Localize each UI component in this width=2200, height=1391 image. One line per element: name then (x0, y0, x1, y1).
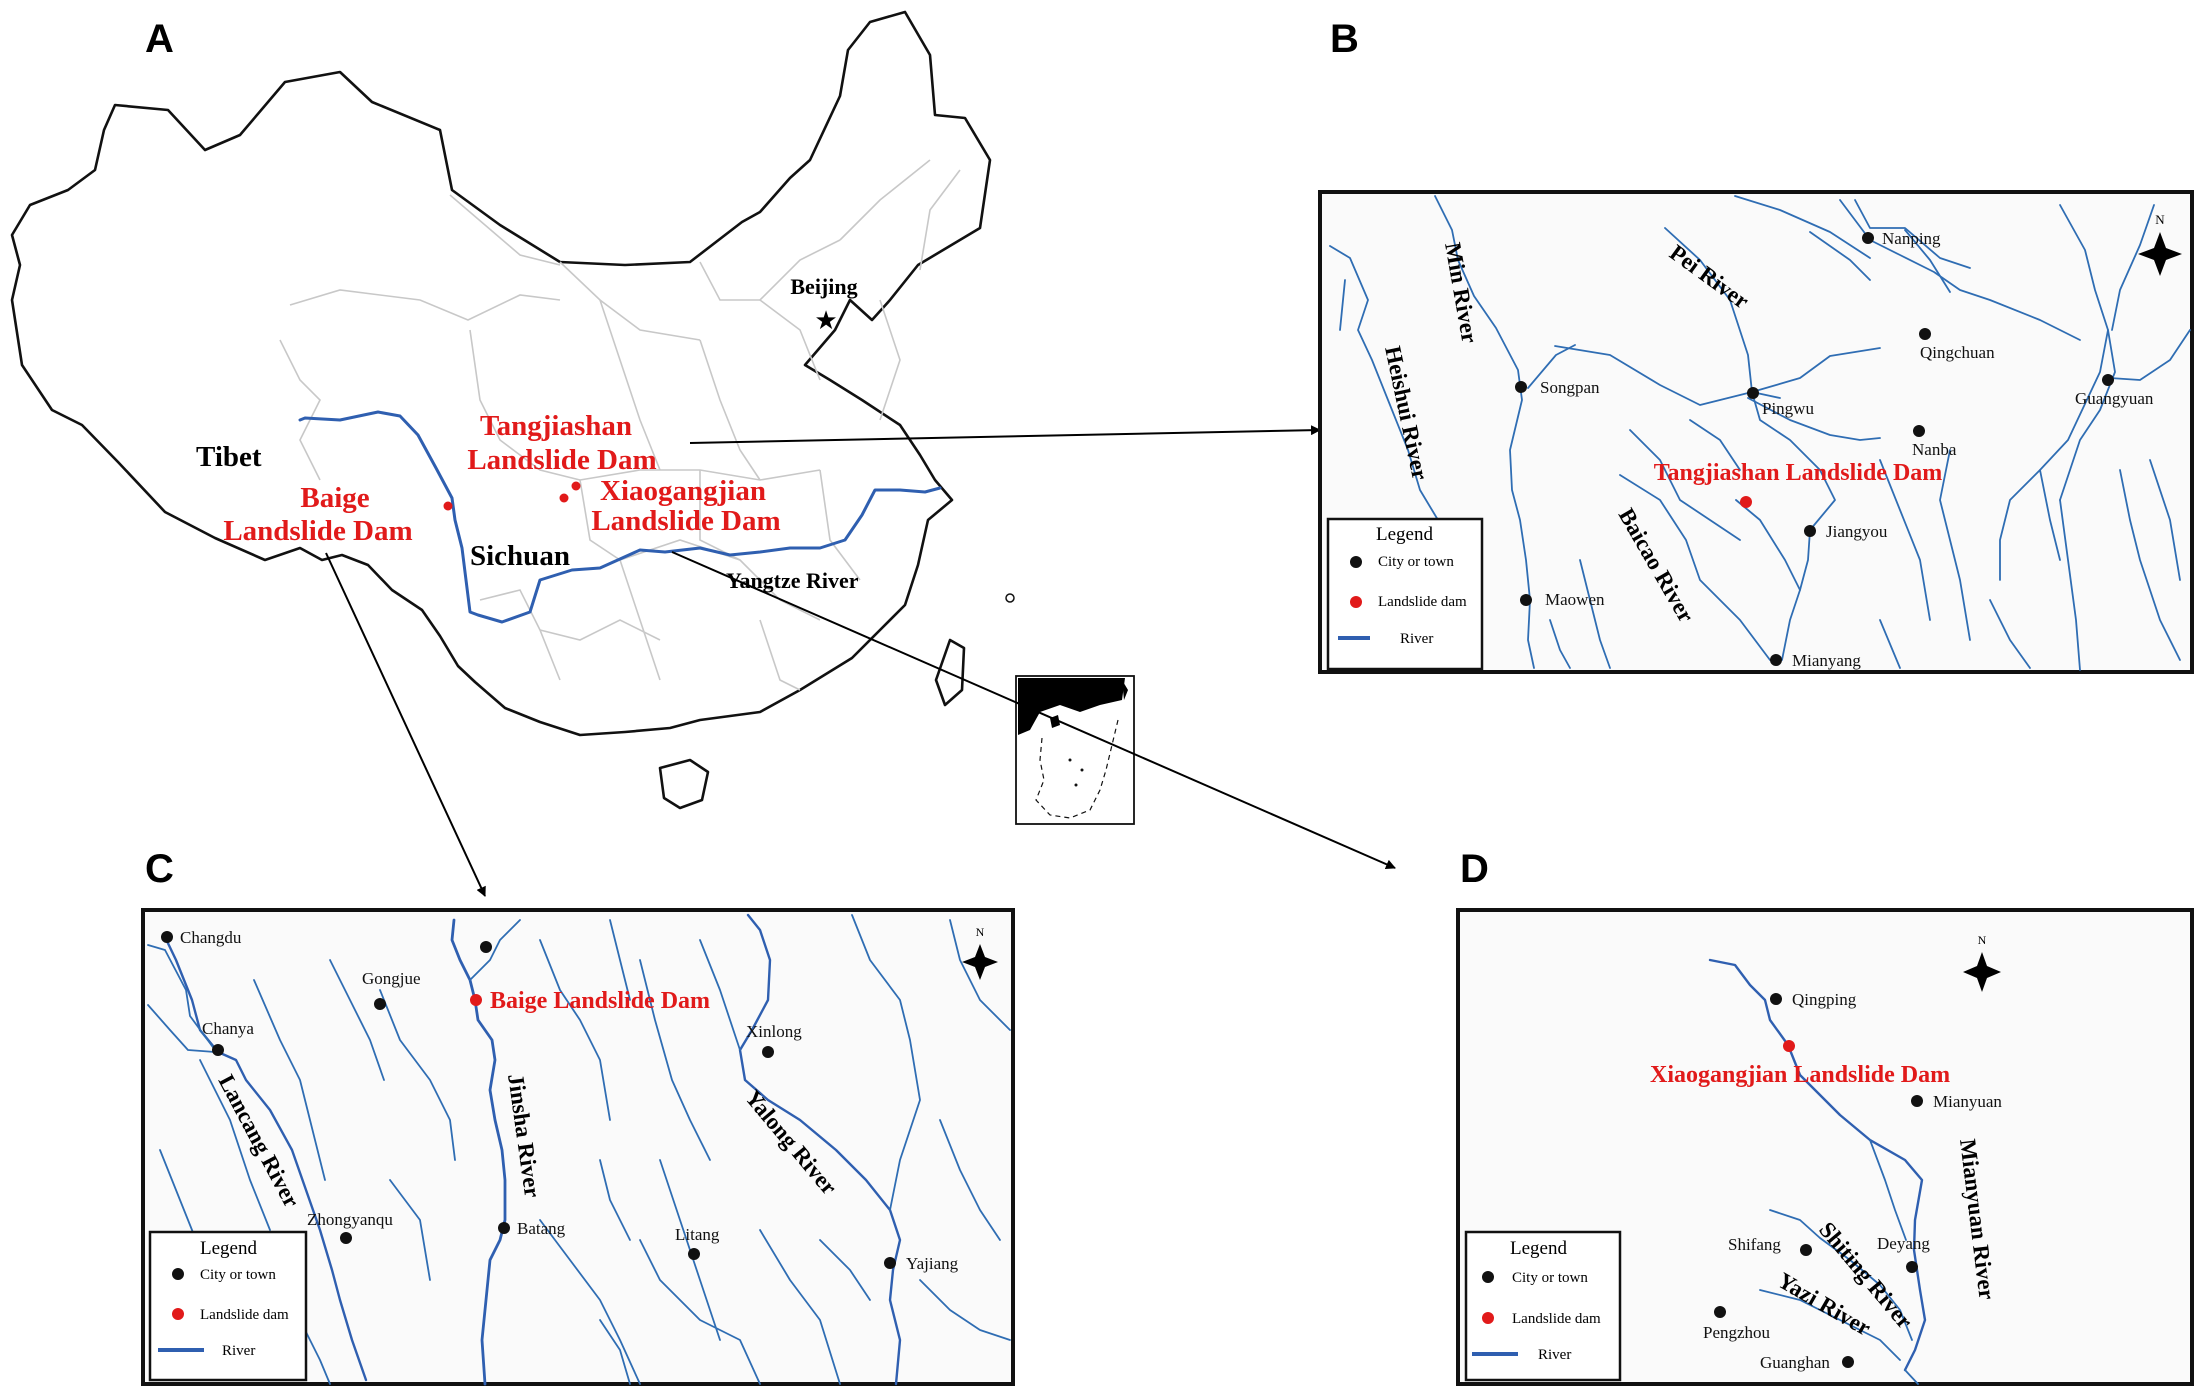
yangtze-river-line (298, 410, 942, 624)
svg-text:City or town: City or town (1512, 1270, 1588, 1286)
panel-c-dam-point (470, 994, 482, 1006)
panel-b-towns: Nanping Qingchuan Guangyuan Songpan Ping… (1515, 229, 2154, 670)
panel-d-legend: Legend City or town Landslide dam River (1464, 1230, 1622, 1382)
town-songpan: Songpan (1540, 378, 1600, 397)
svg-text:N: N (1978, 933, 1987, 947)
panel-b-legend: Legend City or town Landslide dam River (1326, 517, 1484, 671)
connector-arrows (325, 425, 1396, 897)
town-qingchuan: Qingchuan (1920, 343, 1995, 362)
svg-text:Legend: Legend (1510, 1238, 1567, 1259)
panel-label-c: C (145, 847, 174, 891)
panel-c-towns: Changdu Gongjue Chanya Xinlong Zhongyanq… (161, 928, 959, 1273)
svg-text:River: River (1538, 1347, 1571, 1363)
xiaogangjian-label-1: Xiaogangjian (600, 475, 766, 507)
panel-b-rivers (1329, 195, 2191, 671)
panel-b: B (1318, 17, 2194, 674)
svg-text:Legend: Legend (1376, 524, 1433, 545)
panel-c-north-arrow-icon: N (962, 925, 998, 980)
panel-d-north-arrow-icon: N (1963, 933, 2001, 992)
panel-c-legend: Legend City or town Landslide dam River (148, 1230, 308, 1382)
yangtze-river-label: Yangtze River (726, 568, 859, 593)
town-batang: Batang (517, 1219, 566, 1238)
svg-text:N: N (976, 925, 985, 939)
town-litang: Litang (675, 1225, 720, 1244)
town-maowen: Maowen (1545, 590, 1605, 609)
svg-text:Landslide dam: Landslide dam (1512, 1311, 1601, 1327)
town-nanba: Nanba (1912, 440, 1957, 459)
svg-text:City or town: City or town (200, 1267, 276, 1283)
town-nanping: Nanping (1882, 229, 1941, 248)
hainan-island (658, 758, 710, 810)
panel-a: A (10, 10, 1135, 825)
south-china-sea-inset (1015, 675, 1135, 825)
baige-label-1: Baige (300, 482, 369, 514)
arrow-to-c (325, 552, 486, 897)
arrow-to-b (689, 425, 1321, 444)
panel-c-rivers (147, 913, 1011, 1386)
arrow-to-d (671, 551, 1396, 869)
region-tibet: Tibet (196, 441, 262, 473)
town-yajiang: Yajiang (906, 1254, 959, 1273)
svg-text:Legend: Legend (200, 1238, 257, 1259)
panel-d-dam-label: Xiaogangjian Landslide Dam (1650, 1062, 1950, 1088)
town-changdu: Changdu (180, 928, 242, 947)
svg-text:City or town: City or town (1378, 554, 1454, 570)
panel-c: C (141, 847, 1015, 1386)
town-guangyuan: Guangyuan (2075, 389, 2154, 408)
panel-label-a: A (145, 17, 174, 61)
baige-dam-point (443, 501, 453, 511)
town-chanya: Chanya (202, 1019, 254, 1038)
panel-d-frame (1456, 908, 2194, 1386)
beijing-star-icon: ★ (814, 306, 837, 335)
town-pengzhou: Pengzhou (1703, 1323, 1771, 1342)
xiaogangjian-label-2: Landslide Dam (591, 505, 780, 537)
svg-text:N: N (2155, 212, 2165, 227)
town-deyang: Deyang (1877, 1234, 1930, 1253)
town-unnamed (480, 941, 492, 953)
svg-text:River: River (222, 1343, 255, 1359)
region-sichuan: Sichuan (470, 540, 570, 572)
panel-label-d: D (1460, 847, 1489, 891)
capital-label: Beijing (790, 274, 857, 299)
svg-text:Landslide dam: Landslide dam (200, 1307, 289, 1323)
svg-text:Landslide dam: Landslide dam (1378, 594, 1467, 610)
panel-d: D Qingping Mianyuan Shifang Deyang Pengz… (1456, 847, 2194, 1386)
baige-label-2: Landslide Dam (223, 515, 412, 547)
town-jiangyou: Jiangyou (1826, 522, 1888, 541)
islet (1005, 593, 1015, 603)
tangjiashan-label-1: Tangjiashan (480, 410, 632, 442)
xiaogangjian-dam-point (559, 493, 569, 503)
town-shifang: Shifang (1728, 1235, 1781, 1254)
town-xinlong: Xinlong (746, 1022, 802, 1041)
panel-b-north-arrow-icon: N (2138, 212, 2182, 276)
town-mianyang: Mianyang (1792, 651, 1861, 670)
svg-text:River: River (1400, 631, 1433, 647)
town-mianyuan: Mianyuan (1933, 1092, 2002, 1111)
town-zhongyanqu: Zhongyanqu (307, 1210, 393, 1229)
town-pingwu: Pingwu (1762, 399, 1814, 418)
panel-b-dam-point (1740, 496, 1752, 508)
panel-b-dam-label: Tangjiashan Landslide Dam (1654, 460, 1943, 486)
panel-d-dam-point (1783, 1040, 1795, 1052)
panel-d-towns: Qingping Mianyuan Shifang Deyang Pengzho… (1703, 990, 2002, 1372)
town-gongjue: Gongjue (362, 969, 421, 988)
panel-label-b: B (1330, 17, 1359, 61)
panel-d-rivers (1708, 958, 1927, 1385)
tangjiashan-label-2: Landslide Dam (467, 444, 656, 476)
town-guanghan: Guanghan (1760, 1353, 1830, 1372)
panel-c-dam-label: Baige Landslide Dam (490, 988, 710, 1014)
town-qingping: Qingping (1792, 990, 1857, 1009)
tangjiashan-dam-point (571, 481, 581, 491)
